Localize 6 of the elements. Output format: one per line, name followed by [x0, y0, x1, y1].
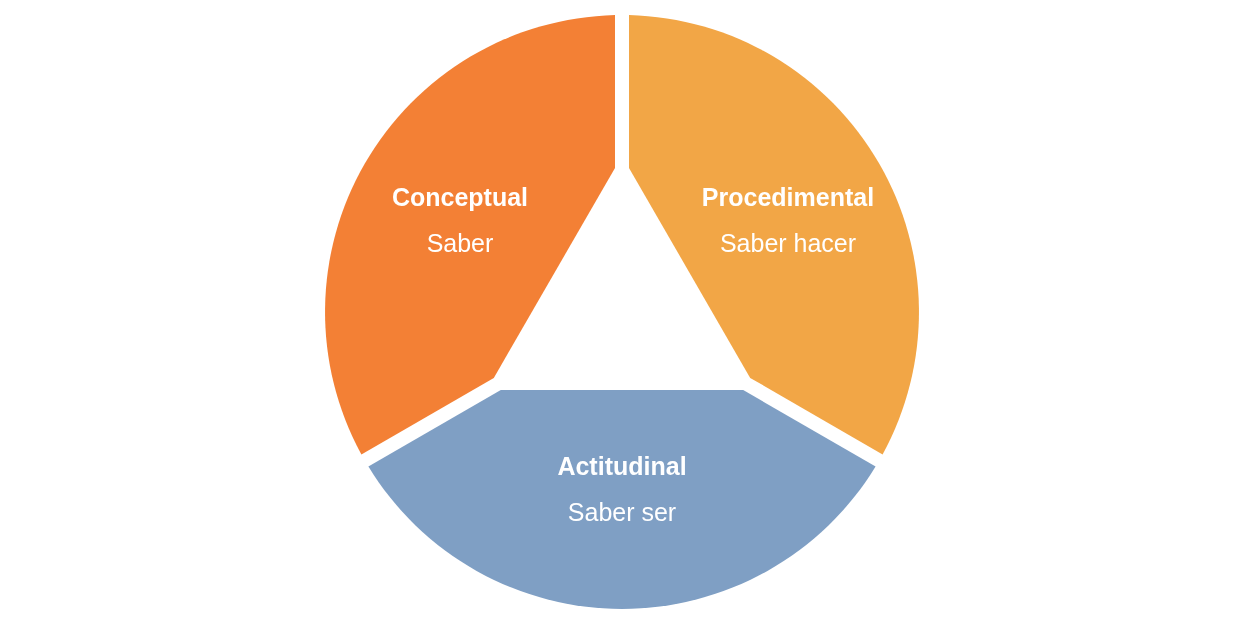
segment-subtitle: Saber [426, 229, 494, 258]
segment-subtitle: Saber hacer [719, 229, 857, 258]
segment-title: Procedimental [701, 183, 875, 212]
segment-title: Actitudinal [557, 452, 687, 481]
segment-title: Conceptual [391, 183, 529, 212]
segment-subtitle: Saber ser [567, 498, 677, 527]
